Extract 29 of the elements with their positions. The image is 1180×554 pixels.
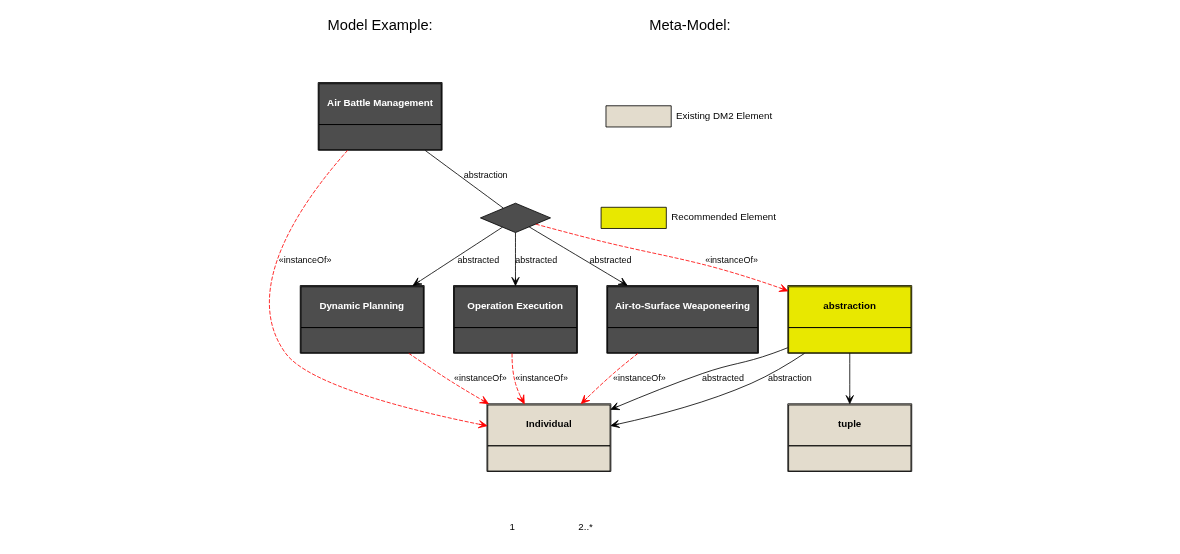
connector — [424, 150, 504, 209]
arrow — [610, 352, 805, 428]
edge-label: «instanceOf» — [612, 372, 666, 383]
legend-label: Existing DM2 Element — [675, 109, 772, 121]
arrow — [534, 223, 788, 292]
node-diamond — [479, 202, 551, 233]
legend-label: Recommended Element — [670, 211, 776, 223]
arrow — [845, 352, 854, 405]
edge-label: abstraction — [767, 372, 812, 383]
arrow — [511, 353, 525, 405]
edge-label: «instanceOf» — [453, 372, 507, 383]
arrow — [580, 352, 638, 404]
label: Model Example: — [327, 16, 433, 33]
arrow — [528, 226, 627, 286]
label: 2..* — [577, 521, 593, 533]
edge-label: abstracted — [589, 254, 631, 265]
arrow — [407, 352, 489, 405]
edge-label: «instanceOf» — [278, 254, 331, 265]
arrow — [412, 226, 503, 286]
edge-label: «instanceOf» — [704, 254, 758, 265]
arrow — [610, 347, 788, 410]
edge-label: abstracted — [456, 254, 499, 265]
edge-label: abstraction — [463, 169, 508, 180]
arrow — [268, 149, 487, 429]
label: 1 — [509, 521, 515, 533]
arrow — [510, 232, 520, 286]
edge-label: abstracted — [701, 372, 744, 383]
edge-label: «instanceOf» — [514, 372, 568, 383]
label: Meta-Model: — [648, 16, 731, 33]
